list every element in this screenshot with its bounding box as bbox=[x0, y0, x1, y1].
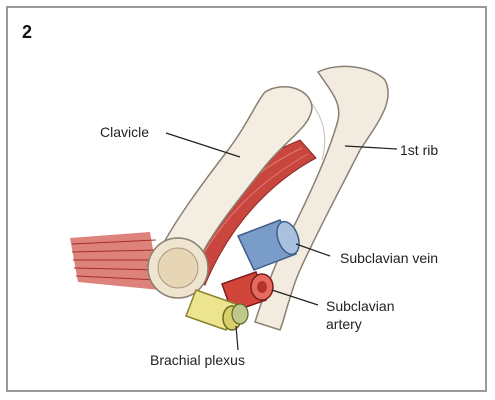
label-subclavian-artery-line2: artery bbox=[326, 316, 362, 332]
muscle-fibers-left bbox=[70, 232, 160, 290]
label-subclavian-vein: Subclavian vein bbox=[340, 250, 438, 266]
leader-clavicle bbox=[166, 133, 240, 157]
label-brachial-plexus: Brachial plexus bbox=[150, 352, 245, 368]
label-clavicle: Clavicle bbox=[100, 124, 149, 140]
label-subclavian-artery-line1: Subclavian bbox=[326, 298, 395, 314]
leader-brachial-plexus bbox=[236, 326, 238, 350]
label-first-rib: 1st rib bbox=[400, 142, 438, 158]
